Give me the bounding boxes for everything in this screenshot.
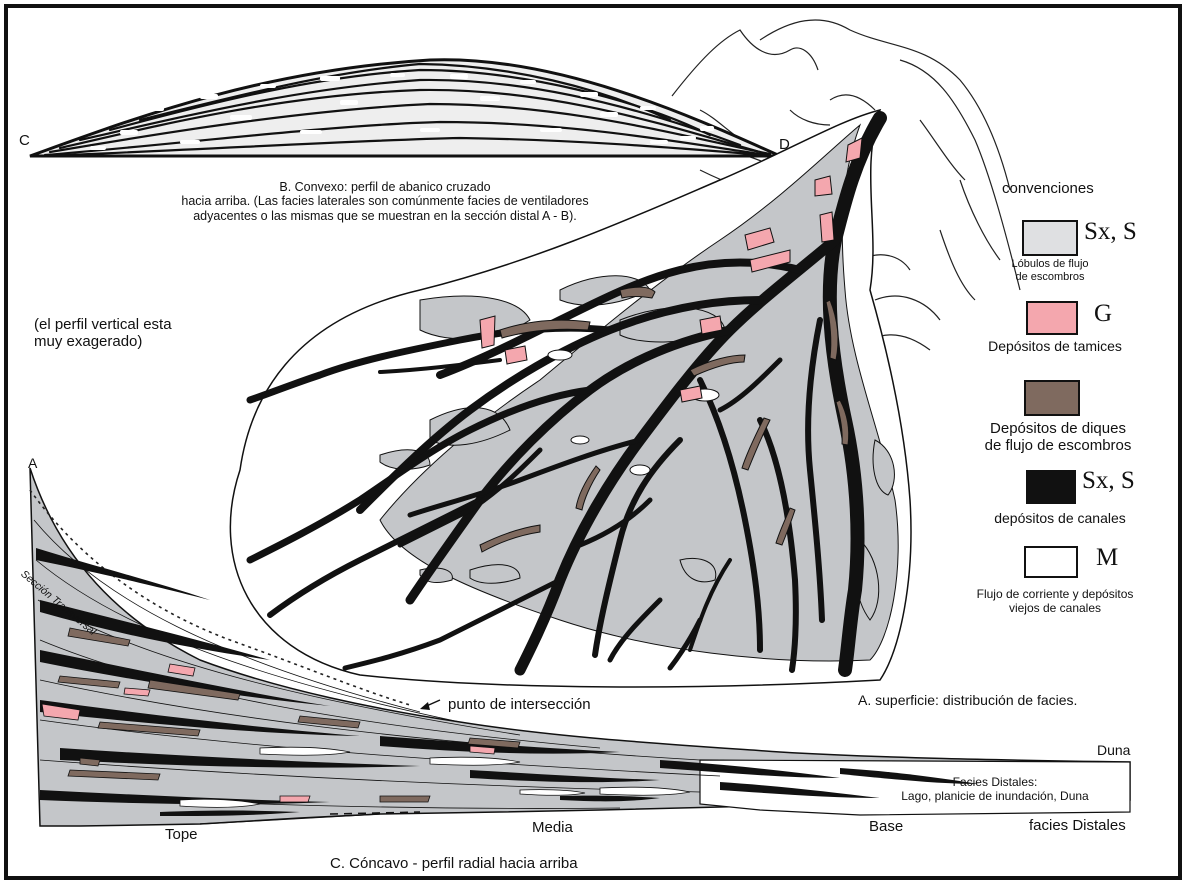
legend-label-lobes: Lóbulos de flujo de escombros bbox=[990, 258, 1110, 283]
vertical-note-line2: muy exagerado) bbox=[34, 333, 172, 350]
section-a-letter: A bbox=[28, 455, 37, 471]
legend-swatch-lobes bbox=[1022, 220, 1078, 256]
section-a-caption: A. superficie: distribución de facies. bbox=[858, 692, 1077, 708]
section-b-caption-line1: B. Convexo: perfil de abanico cruzado bbox=[160, 180, 610, 194]
vertical-note-line1: (el perfil vertical esta bbox=[34, 316, 172, 333]
legend-label-lobes-line2: de escombros bbox=[990, 271, 1110, 284]
legend-swatch-sieve bbox=[1026, 301, 1078, 335]
legend-label-old-channel: Flujo de corriente y depósitos viejos de… bbox=[930, 588, 1180, 616]
legend-label-levee: Depósitos de diques de flujo de escombro… bbox=[946, 420, 1170, 455]
legend-label-levee-line1: Depósitos de diques bbox=[946, 420, 1170, 437]
legend-code-channel: Sx, S bbox=[1082, 467, 1135, 496]
profile-base-label: Base bbox=[869, 818, 903, 835]
profile-middle-label: Media bbox=[532, 819, 573, 836]
profile-top-label: Tope bbox=[165, 826, 198, 843]
legend-label-levee-line2: de flujo de escombros bbox=[946, 437, 1170, 454]
legend-label-old-channel-line1: Flujo de corriente y depósitos bbox=[930, 588, 1180, 602]
distal-facies-note: Facies Distales: Lago, planicie de inund… bbox=[860, 776, 1130, 804]
legend-title: convenciones bbox=[1002, 180, 1094, 197]
mountain-ridge-left bbox=[672, 30, 818, 96]
profile-distal-label: facies Distales bbox=[1029, 817, 1126, 834]
legend-label-channel: depósitos de canales bbox=[960, 510, 1160, 526]
section-b-caption-line3: adyacentes o las mismas que se muestran … bbox=[160, 209, 610, 223]
section-b-caption-line2: hacia arriba. (Las facies laterales son … bbox=[160, 194, 610, 208]
dune-label: Duna bbox=[1097, 742, 1130, 758]
distal-facies-note-line2: Lago, planicie de inundación, Duna bbox=[860, 790, 1130, 804]
legend-code-lobes: Sx, S bbox=[1084, 218, 1137, 247]
section-b-convex-profile bbox=[30, 60, 780, 156]
section-b-left-letter: C bbox=[19, 132, 30, 149]
section-b-right-letter: D bbox=[779, 136, 790, 153]
intersection-point-label: punto de intersección bbox=[448, 696, 591, 713]
legend-code-old-channel: M bbox=[1096, 544, 1118, 573]
vertical-exaggeration-note: (el perfil vertical esta muy exagerado) bbox=[34, 316, 172, 351]
section-b-caption: B. Convexo: perfil de abanico cruzado ha… bbox=[160, 180, 610, 223]
legend-swatch-old-channel bbox=[1024, 546, 1078, 578]
legend-swatch-levee bbox=[1024, 380, 1080, 416]
distal-facies-note-line1: Facies Distales: bbox=[860, 776, 1130, 790]
legend-code-sieve: G bbox=[1094, 300, 1112, 329]
legend-label-sieve: Depósitos de tamices bbox=[960, 338, 1150, 354]
section-c-caption: C. Cóncavo - perfil radial hacia arriba bbox=[330, 855, 578, 872]
legend-label-lobes-line1: Lóbulos de flujo bbox=[990, 258, 1110, 271]
legend-label-old-channel-line2: viejos de canales bbox=[930, 602, 1180, 616]
legend-swatch-channel bbox=[1026, 470, 1076, 504]
